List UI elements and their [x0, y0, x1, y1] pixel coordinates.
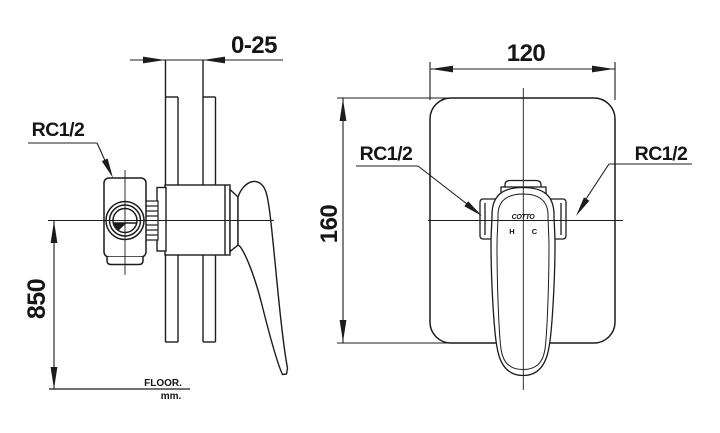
cold-marker: C — [532, 227, 538, 236]
hot-marker: H — [509, 227, 514, 236]
dim-wall-depth-value: 0-25 — [231, 32, 277, 59]
lever-handle-side — [229, 180, 289, 376]
inlet-callout-front-right: RC1/2 — [576, 143, 692, 216]
dim-plate-height-value: 160 — [316, 205, 343, 244]
side-view-centerlines — [48, 170, 274, 275]
inlet-callout-side: RC1/2 — [28, 119, 113, 178]
brand-mark: COTTO — [512, 214, 536, 221]
inlet-label-side: RC1/2 — [32, 119, 85, 141]
inlet-callout-front-left: RC1/2 — [356, 143, 482, 216]
dim-plate-width: 120 — [430, 40, 615, 73]
dim-wall-depth: 0-25 — [130, 32, 283, 64]
dim-mounting-height-value: 850 — [23, 279, 51, 319]
dim-mounting-height: 850 — [23, 221, 58, 389]
floor-label: FLOOR. — [144, 378, 182, 389]
handle-inner-contour — [496, 193, 550, 371]
dim-plate-height: 160 — [316, 98, 347, 343]
side-view: 0-25 RC1/2 850 FLOOR. mm. — [23, 32, 289, 402]
inlet-label-front-left: RC1/2 — [360, 143, 413, 165]
front-view: COTTO H C 120 160 RC1/2 RC1/2 — [316, 40, 692, 390]
unit-label: mm. — [161, 391, 182, 402]
floor-reference: FLOOR. mm. — [49, 378, 190, 402]
mixer-housing-side — [156, 184, 231, 256]
front-view-centerlines — [428, 88, 623, 390]
inlet-label-front-right: RC1/2 — [635, 143, 688, 165]
handle-markings: COTTO H C — [509, 214, 538, 236]
dim-extension-lines — [337, 62, 616, 344]
dim-plate-width-value: 120 — [507, 40, 546, 67]
